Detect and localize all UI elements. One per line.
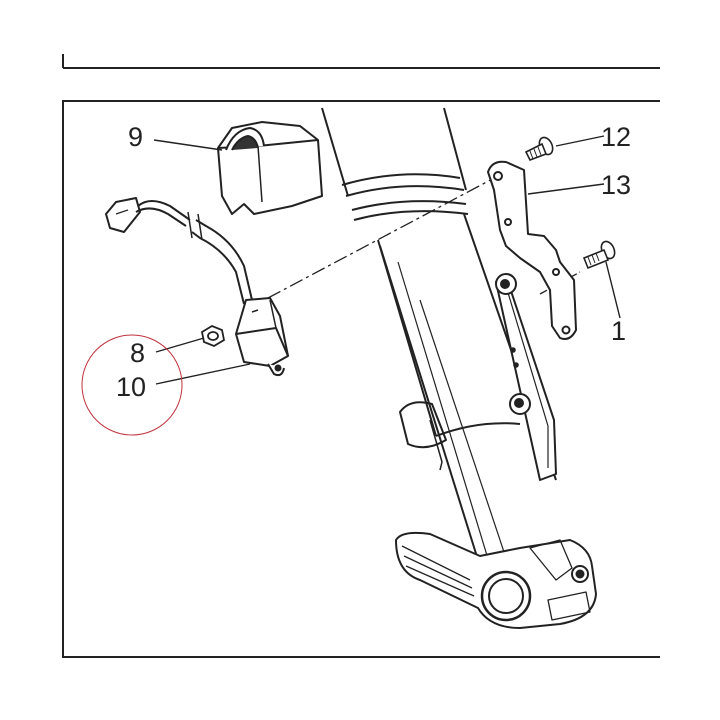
- leader-line-8: [155, 337, 205, 353]
- callout-10: 10: [116, 372, 146, 402]
- diagram-frame: [62, 100, 660, 658]
- callout-8: 8: [130, 338, 145, 368]
- callout-12: 12: [601, 122, 631, 152]
- leader-line-10: [155, 363, 251, 385]
- leader-line-9: [153, 139, 223, 151]
- sensor-cover-part-9: [217, 121, 323, 215]
- screw-part-12: [524, 136, 554, 162]
- callout-13: 13: [601, 170, 631, 200]
- leader-line-1: [605, 261, 621, 319]
- leader-line-13: [527, 183, 605, 195]
- mounting-bracket-part-13: [487, 160, 577, 340]
- leader-line-12: [555, 135, 605, 147]
- callout-9: 9: [128, 122, 143, 152]
- nut-part-8: [200, 324, 226, 348]
- highlight-circle: [81, 334, 183, 436]
- fork-leg: [321, 107, 597, 629]
- callout-1: 1: [611, 316, 626, 346]
- speed-sensor-part-10: [105, 197, 289, 377]
- top-frame-line: [62, 54, 660, 69]
- leader-lines: [153, 135, 621, 385]
- screw-part-1: [582, 240, 616, 270]
